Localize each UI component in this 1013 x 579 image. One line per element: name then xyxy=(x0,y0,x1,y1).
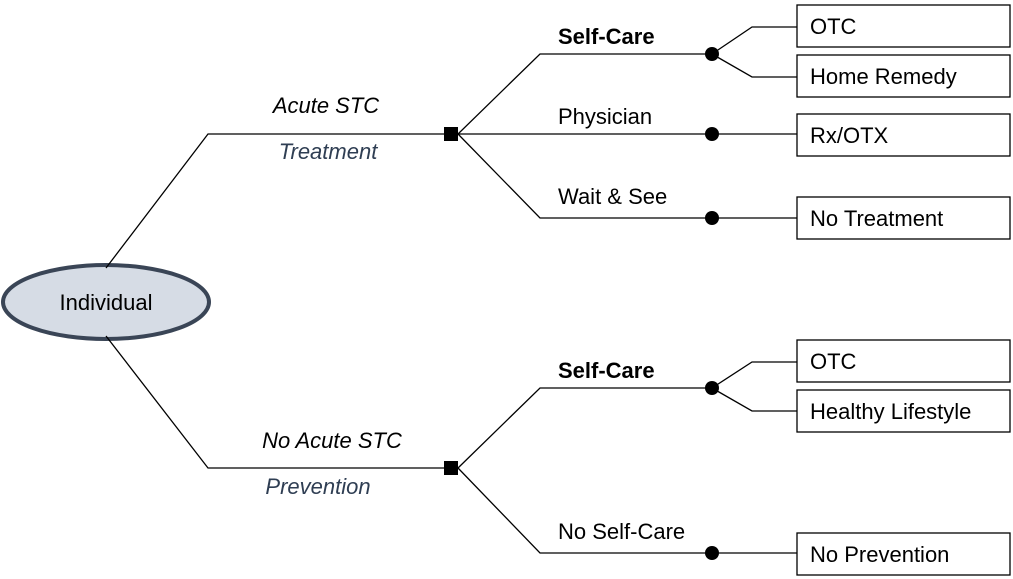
edge-to-outcome-healthy-lifestyle xyxy=(711,387,797,412)
outcome-box: OTC xyxy=(796,4,1011,48)
outcome-box: Healthy Lifestyle xyxy=(796,389,1011,433)
purpose-label-prevention: Prevention xyxy=(265,474,370,499)
outcome-box: No Prevention xyxy=(796,532,1011,576)
outcome-label: No Treatment xyxy=(810,206,943,231)
outcome-box-frame xyxy=(796,196,1011,240)
option-label-acute-waitsee: Wait & See xyxy=(558,184,667,209)
outcome-box-frame xyxy=(796,4,1011,48)
option-label-acute-physician: Physician xyxy=(558,104,652,129)
outcome-label: Home Remedy xyxy=(810,64,957,89)
outcome-box-frame xyxy=(796,339,1011,383)
root-node: Individual xyxy=(1,263,211,341)
outcome-label: OTC xyxy=(810,349,857,374)
outcome-box-frame xyxy=(796,113,1011,157)
edge-to-outcome-otc-2 xyxy=(711,361,797,389)
outcome-box: Home Remedy xyxy=(796,54,1011,98)
root-label: Individual xyxy=(60,290,153,315)
outcome-label: Rx/OTX xyxy=(810,123,889,148)
option-label-acute-selfcare: Self-Care xyxy=(558,24,655,49)
outcome-box-frame xyxy=(796,54,1011,98)
edge-acute-waitsee xyxy=(457,133,712,219)
edge-to-outcome-home-remedy xyxy=(711,53,797,78)
outcome-label: Healthy Lifestyle xyxy=(810,399,971,424)
condition-label-no-acute: No Acute STC xyxy=(262,428,402,453)
root-ellipse xyxy=(1,263,211,341)
outcome-label: No Prevention xyxy=(810,542,949,567)
edge-root-no-acute xyxy=(105,335,450,469)
outcome-box-frame xyxy=(796,532,1011,576)
condition-label-acute: Acute STC xyxy=(271,93,379,118)
edge-noacute-noselfcare xyxy=(457,467,712,554)
outcome-box: OTC xyxy=(796,339,1011,383)
edge-acute-selfcare xyxy=(457,53,712,135)
outcome-box-frame xyxy=(796,389,1011,433)
edge-noacute-selfcare xyxy=(457,387,712,469)
outcome-box: No Treatment xyxy=(796,196,1011,240)
edge-root-acute xyxy=(105,133,450,269)
option-label-noacute-noselfcare: No Self-Care xyxy=(558,519,685,544)
outcome-label: OTC xyxy=(810,14,857,39)
option-label-noacute-selfcare: Self-Care xyxy=(558,358,655,383)
decision-node-no-acute xyxy=(444,461,458,475)
outcome-box: Rx/OTX xyxy=(796,113,1011,157)
purpose-label-treatment: Treatment xyxy=(279,139,379,164)
edge-to-outcome-otc-1 xyxy=(711,26,797,55)
decision-node-acute xyxy=(444,127,458,141)
